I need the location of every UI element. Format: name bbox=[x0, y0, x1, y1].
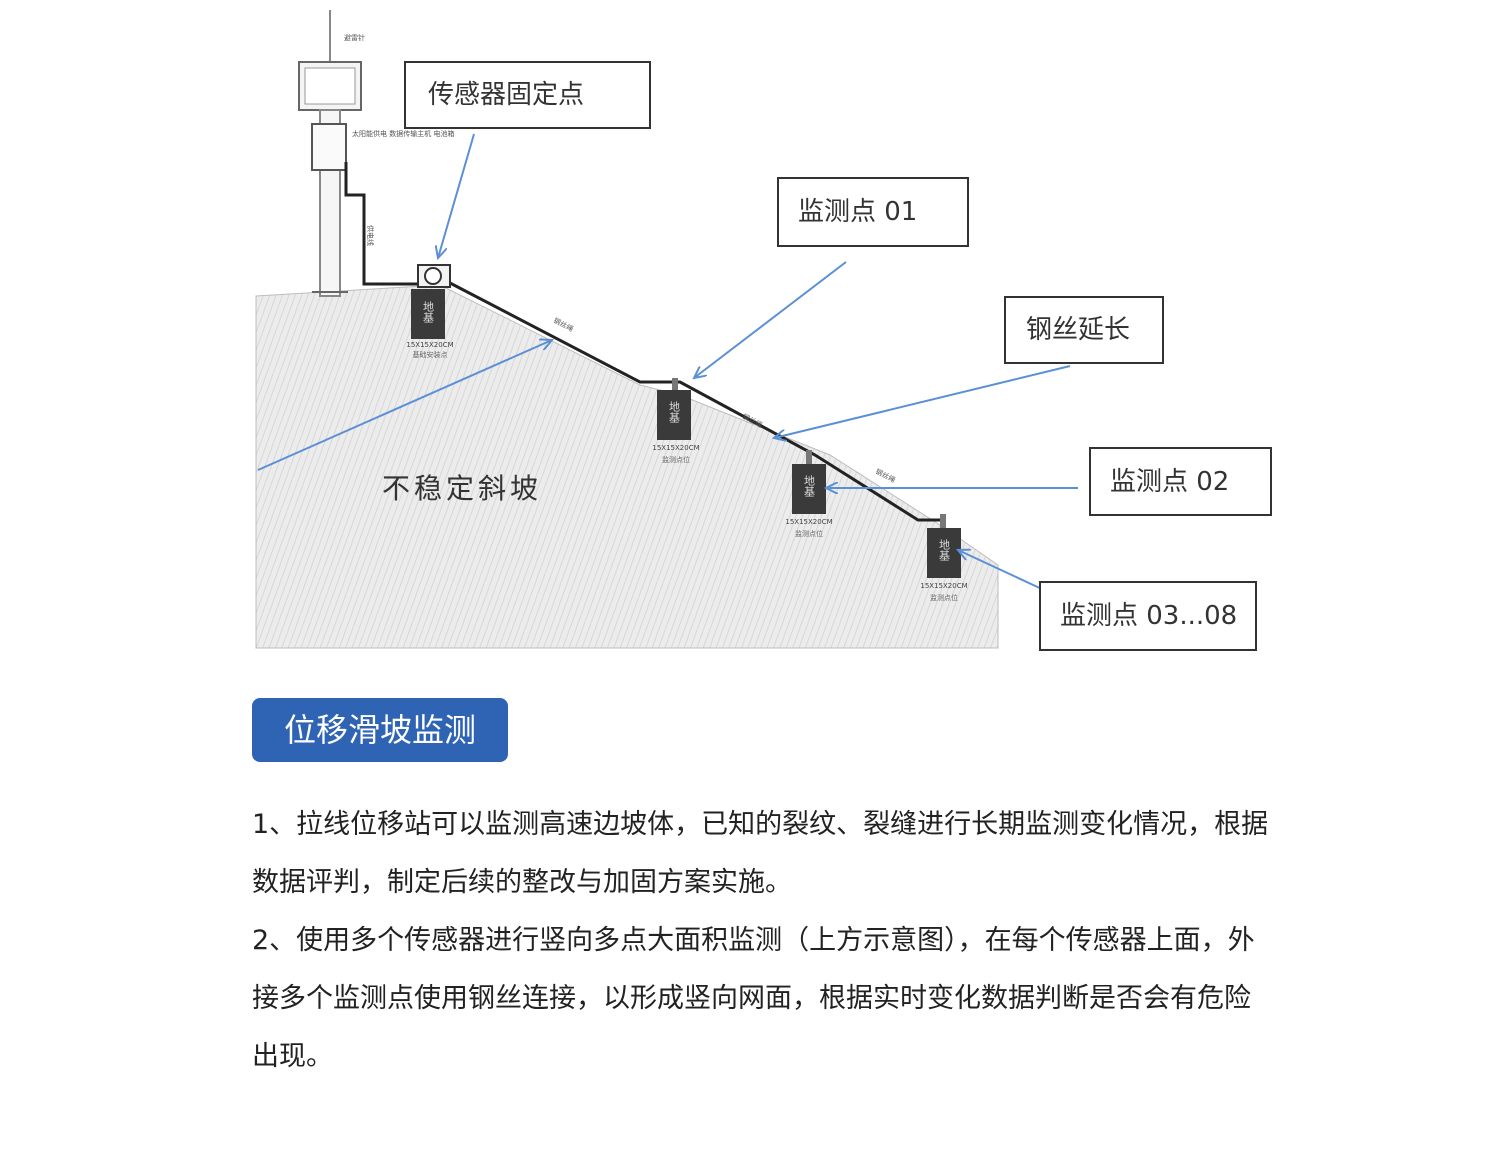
cabinet-label: 太阳能供电 数据传输主机 电池箱 bbox=[352, 129, 454, 138]
svg-text:监测点 03...08: 监测点 03...08 bbox=[1060, 601, 1237, 631]
foundation-point-03: 地基 15X15X20CM 监测点位 bbox=[920, 514, 968, 602]
lightning-rod-label: 避雷针 bbox=[344, 33, 365, 42]
foundation-point-01: 地基 15X15X20CM 监测点位 bbox=[652, 378, 700, 464]
svg-text:监测点位: 监测点位 bbox=[795, 529, 823, 538]
foundation-fixed: 地基 15X15X20CM 基础安装点 bbox=[406, 289, 454, 359]
svg-text:15X15X20CM: 15X15X20CM bbox=[785, 518, 832, 526]
svg-text:监测点 01: 监测点 01 bbox=[798, 197, 917, 227]
foundation-point-02: 地基 15X15X20CM 监测点位 bbox=[785, 450, 833, 538]
power-cable bbox=[344, 162, 418, 286]
section-title-badge: 位移滑坡监测 bbox=[252, 698, 508, 762]
svg-text:地基: 地基 bbox=[422, 301, 435, 323]
callout-fixed-point: 传感器固定点 bbox=[404, 61, 651, 129]
slope-ground bbox=[255, 284, 999, 649]
wire-label-3: 钢丝绳 bbox=[874, 467, 897, 485]
callout-wire-ext: 钢丝延长 bbox=[1004, 296, 1164, 364]
svg-text:传感器固定点: 传感器固定点 bbox=[428, 80, 584, 110]
svg-text:15X15X20CM: 15X15X20CM bbox=[920, 582, 967, 590]
slope-label: 不稳定斜坡 bbox=[382, 472, 542, 505]
paragraph-2: 2、使用多个传感器进行竖向多点大面积监测（上方示意图），在每个传感器上面，外接多… bbox=[252, 925, 1255, 1072]
arrow-slope bbox=[257, 340, 552, 471]
svg-text:监测点 02: 监测点 02 bbox=[1110, 467, 1229, 497]
svg-text:钢丝延长: 钢丝延长 bbox=[1026, 315, 1130, 345]
svg-text:基础安装点: 基础安装点 bbox=[413, 350, 448, 359]
callout-point-02: 监测点 02 bbox=[1089, 447, 1272, 516]
svg-text:地基: 地基 bbox=[668, 401, 681, 423]
wire-label-1: 钢丝绳 bbox=[552, 316, 575, 334]
arrow-wire-ext bbox=[774, 365, 1071, 438]
svg-text:地基: 地基 bbox=[938, 539, 951, 561]
arrow-point-01 bbox=[694, 261, 847, 378]
landslide-monitoring-diagram: 避雷针 太阳能供电 数据传输主机 电池箱 供电线 钢丝绳 钢丝绳 钢丝绳 地基 … bbox=[255, 10, 1272, 651]
power-cable-label: 供电线 bbox=[366, 225, 375, 246]
svg-text:监测点位: 监测点位 bbox=[930, 593, 958, 602]
steel-wire bbox=[449, 281, 945, 522]
callout-point-01: 监测点 01 bbox=[777, 177, 969, 247]
paragraph-1: 1、拉线位移站可以监测高速边坡体，已知的裂纹、裂缝进行长期监测变化情况，根据数据… bbox=[252, 809, 1269, 898]
svg-text:监测点位: 监测点位 bbox=[662, 455, 690, 464]
arrow-fixed-point bbox=[438, 133, 475, 258]
svg-text:15X15X20CM: 15X15X20CM bbox=[406, 341, 453, 349]
monitoring-pole bbox=[298, 10, 362, 297]
displacement-sensor bbox=[417, 264, 451, 288]
arrow-point-03 bbox=[958, 550, 1045, 591]
svg-text:地基: 地基 bbox=[803, 475, 816, 497]
description: 1、拉线位移站可以监测高速边坡体，已知的裂纹、裂缝进行长期监测变化情况，根据数据… bbox=[252, 796, 1272, 1086]
callout-point-03-08: 监测点 03...08 bbox=[1039, 581, 1257, 651]
svg-text:15X15X20CM: 15X15X20CM bbox=[652, 444, 699, 452]
